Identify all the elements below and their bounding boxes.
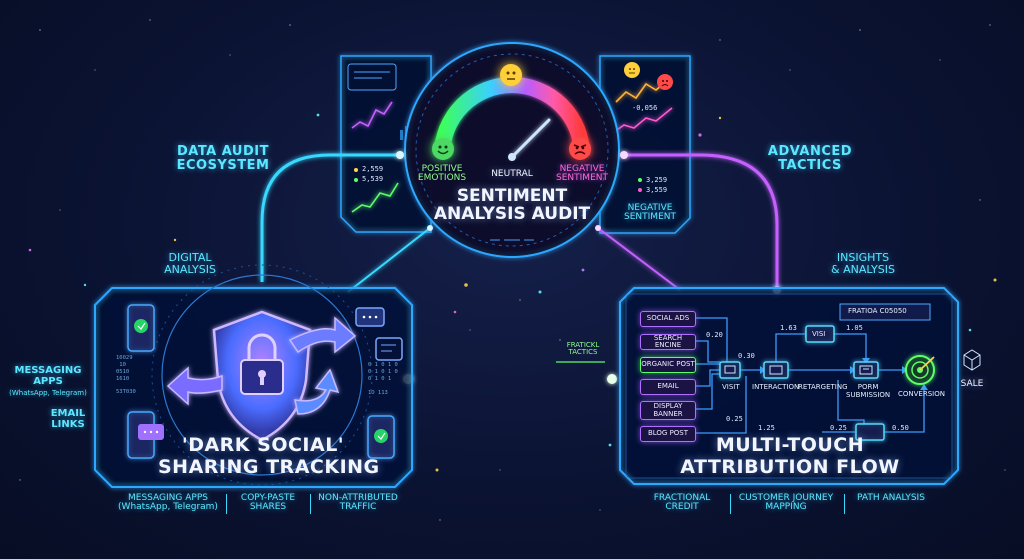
step-conversion: CONVERSION [898, 390, 945, 398]
step-interaction: INTERACTION [752, 383, 800, 391]
left-chart-panel-frame [340, 55, 432, 233]
email-links-label: EMAIL LINKS [50, 408, 86, 430]
left-readout-2: 5,539 [362, 175, 384, 183]
edge-value-6: 1.25 [758, 424, 775, 432]
blue-diagonal-left [347, 227, 431, 293]
left-code-column: 10029 10 0510 1610 53T030 [116, 355, 136, 396]
sentiment-title-line2: ANALYSIS AUDIT [433, 204, 591, 224]
step-retargeting: RETARGETING [798, 383, 848, 391]
sale-label: SALE [960, 379, 984, 389]
sentiment-title-line1: SENTIMENT [456, 186, 568, 206]
process-node-boxes [719, 325, 885, 441]
data-audit-label: DATA AUDIT ECOSYSTEM [176, 144, 270, 173]
edge-value-4: 1.05 [846, 324, 863, 332]
edge-value-3: 1.63 [780, 324, 797, 332]
source-node-organic-post: ORGANIC POST [640, 357, 696, 373]
neutral-label: NEUTRAL [491, 169, 533, 179]
left-readout-1: 2,559 [362, 165, 384, 173]
edge-value-5: 0.25 [726, 415, 743, 423]
happy-face-icon [432, 138, 454, 160]
edge-value-1: 0.20 [706, 331, 723, 339]
caption-messaging-apps: MESSAGING APPS (WhatsApp, Telegram) [118, 493, 218, 513]
step-visit: VISIT [722, 383, 740, 391]
attribution-title-line1: MULTI-TOUCH [715, 434, 865, 456]
caption-customer-journey: CUSTOMER JOURNEY MAPPING [738, 493, 834, 513]
step-form-submission: PORM SUBMISSION [846, 383, 891, 399]
insights-analysis-label: INSIGHTS & ANALYSIS [831, 251, 895, 276]
caption-divider-2 [310, 494, 311, 514]
small-neutral-face-icon [624, 62, 640, 78]
caption-fractional-credit: FRACTIONAL CREDIT [653, 493, 711, 513]
fraction-header-text: FRATIOA C05050 [848, 307, 907, 315]
source-node-email: EMAIL [640, 379, 696, 395]
node-visi: VISI [812, 330, 826, 338]
messaging-apps-label: MESSAGING APPS [14, 365, 82, 387]
right-readout-3: 3,559 [646, 186, 668, 194]
source-node-social-ads: SOCIAL ADS [640, 311, 696, 327]
process-node-icons [724, 365, 873, 375]
cyan-connector-left [260, 153, 400, 282]
positive-emotions-label: POSITIVE EMOTIONS [417, 164, 467, 184]
fractional-tactics-label: FRATICKL TACTICS [566, 341, 600, 357]
neutral-face-icon [500, 64, 522, 86]
edge-value-2: 0.30 [738, 352, 755, 360]
caption-divider-3 [730, 494, 731, 514]
left-panel-line-chart-top [351, 101, 393, 129]
caption-divider-1 [226, 494, 227, 514]
attribution-title-line2: ATTRIBUTION FLOW [680, 456, 900, 478]
source-node-blog-post: BLOG POST [640, 426, 696, 442]
gauge-needle [510, 118, 551, 159]
caption-divider-4 [844, 494, 845, 514]
left-panel-line-chart-bottom [351, 182, 399, 213]
caption-copy-paste: COPY-PASTE SHARES [240, 493, 296, 513]
negative-sentiment-label: NEGATIVE SENTIMENT [556, 164, 608, 184]
right-panel-negative-label: NEGATIVE SENTIMENT [624, 203, 676, 223]
right-readout-1: -0,056 [632, 104, 658, 112]
sentiment-hub-inner-ring [415, 53, 609, 247]
caption-path-analysis: PATH ANALYSIS [857, 493, 925, 503]
right-panel-line-chart-top [615, 79, 669, 103]
chat-bubble-icon-right [375, 337, 403, 361]
right-readout-2: 3,259 [646, 176, 668, 184]
right-code-column: 0 1 0 1 0 0 1 0 1 0 0 1 0 1 1O 113 [368, 362, 398, 396]
dark-social-inner-ring [161, 274, 363, 476]
edge-value-8: 0.50 [892, 424, 909, 432]
edge-value-7: 0.25 [830, 424, 847, 432]
sparkle-dots [28, 113, 997, 472]
share-arrow-left [166, 366, 223, 406]
fraction-header-box [839, 303, 931, 321]
dark-social-title-line1: 'DARK SOCIAL' [181, 434, 345, 456]
caption-non-attributed: NON-ATTRIBUTED TRAFFIC [318, 493, 398, 513]
sale-cube-icon [963, 349, 981, 371]
share-arrow-bottom-right [294, 368, 340, 415]
angry-face-icon [569, 138, 591, 160]
magenta-diagonal-right [597, 227, 681, 291]
sentiment-hub-outer-ring [404, 42, 620, 258]
left-panel-message-card [347, 63, 397, 91]
source-node-display-banner: DISPLAY BANNER [640, 401, 696, 420]
source-node-search-engine: SEARCH ENCINE [640, 334, 696, 350]
right-panel-line-chart-bottom [613, 107, 673, 133]
dark-social-title-line2: SHARING TRACKING [158, 456, 380, 478]
lock-shackle [247, 333, 277, 360]
messaging-apps-sublabel: (WhatsApp, Telegram) [9, 389, 87, 397]
share-arrow-top-right [288, 316, 357, 354]
magenta-connector-right [624, 153, 779, 290]
star-field [19, 19, 1006, 521]
digital-analysis-label: DIGITAL ANALYSIS [164, 251, 216, 276]
flow-edges [696, 317, 925, 434]
advanced-tactics-label: ADVANCED TACTICS [767, 144, 853, 173]
small-angry-face-icon [657, 74, 673, 90]
